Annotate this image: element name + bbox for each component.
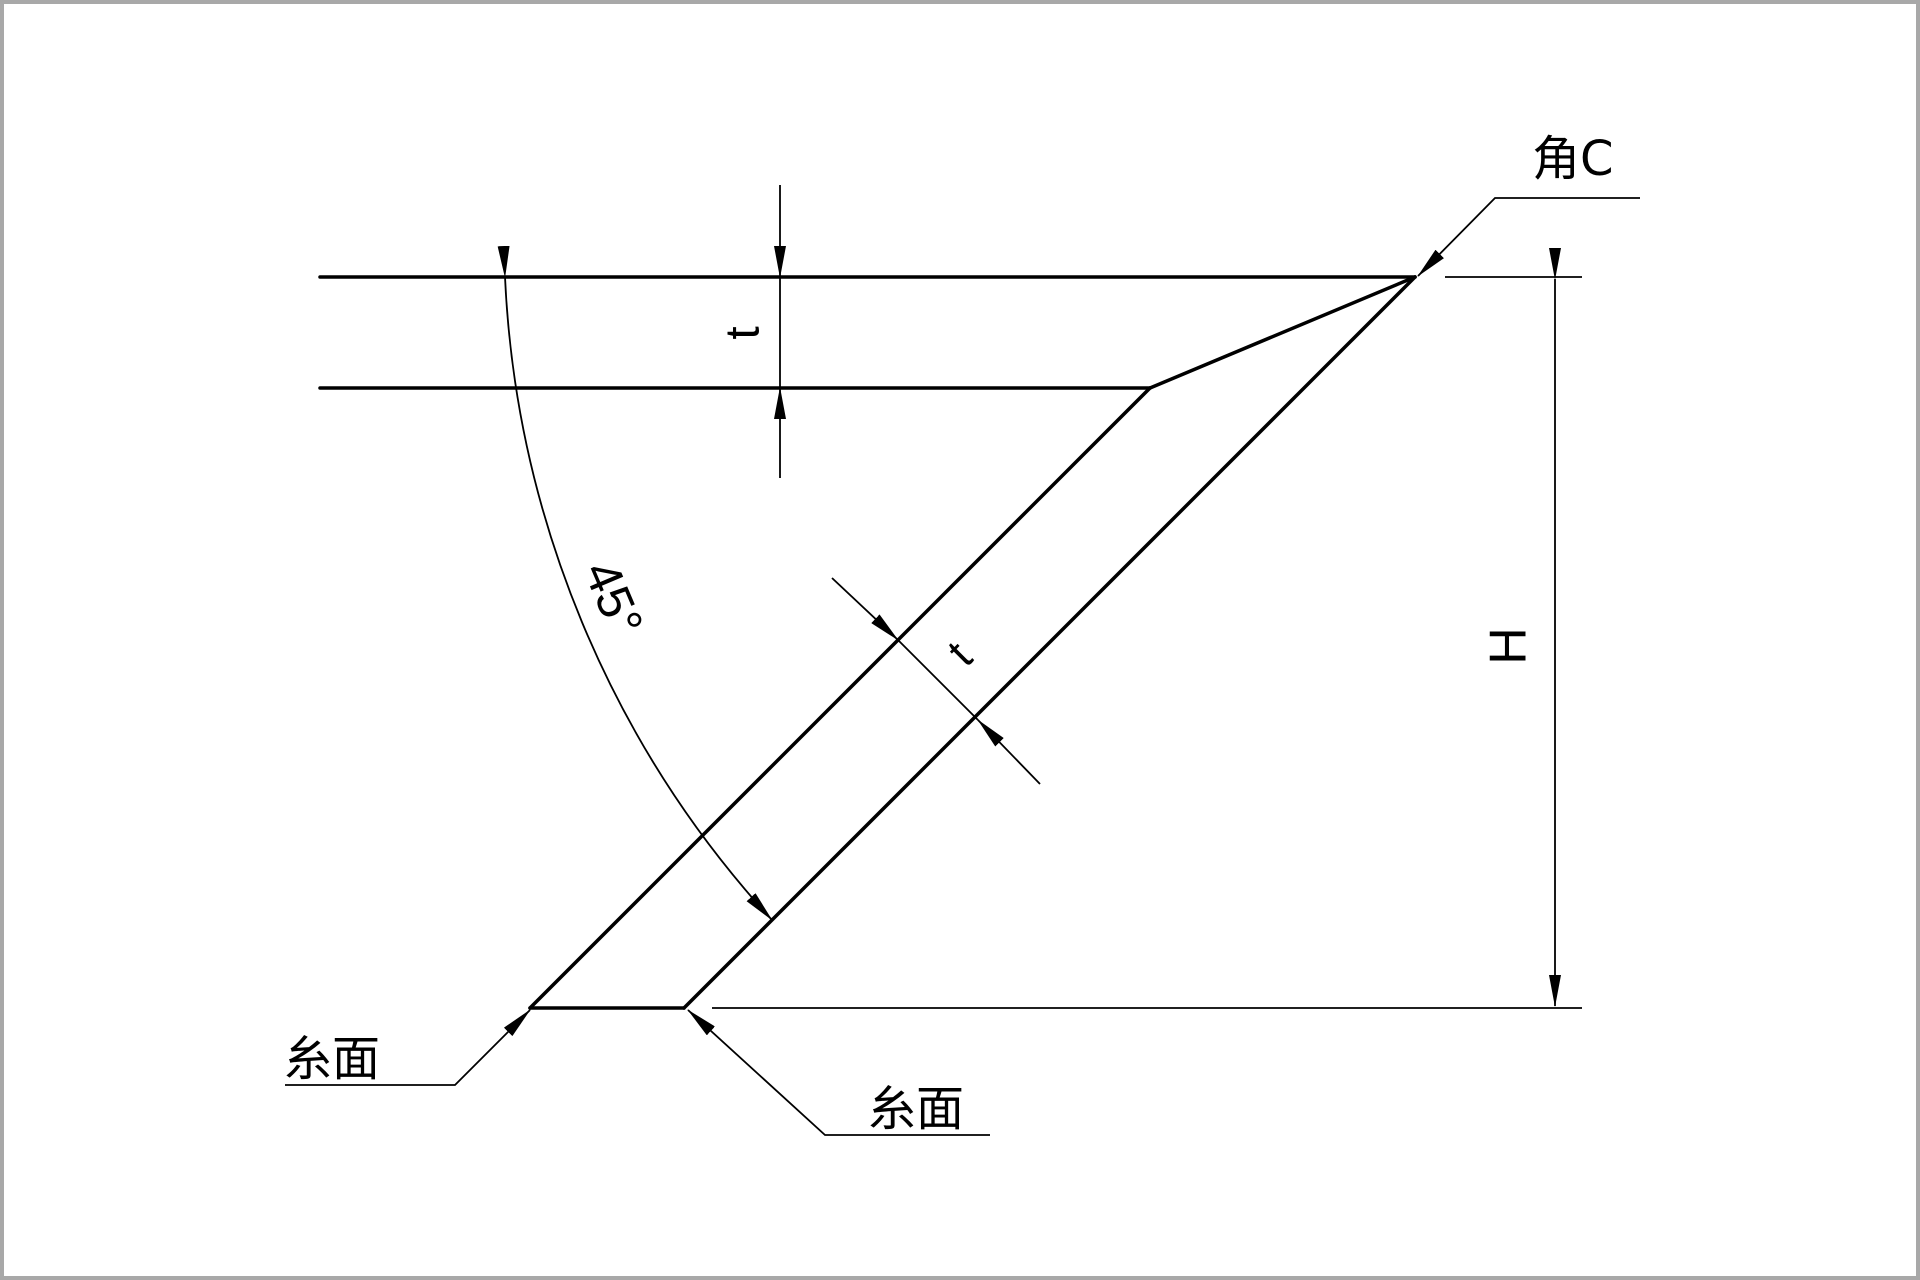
thread-surface-right-leader	[687, 1009, 990, 1136]
inner-diagonal-edge	[528, 386, 1152, 1010]
dimension-lines	[285, 185, 1640, 1136]
label-corner-c: 角C	[1532, 131, 1614, 187]
dim-t-diag-upper-arrow	[831, 577, 899, 641]
outer-diagonal-edge	[682, 275, 1417, 1010]
corner-c-bevel	[1148, 275, 1417, 390]
part-profile	[318, 275, 1417, 1010]
label-thickness-diagonal: t	[938, 632, 981, 675]
corner-c-leader	[1417, 197, 1640, 277]
label-thread-surface-right: 糸面	[868, 1081, 964, 1137]
label-height-h: H	[1480, 627, 1538, 665]
dim-t-diag-span	[897, 639, 979, 721]
dim-t-diag-lower-arrow	[977, 719, 1041, 785]
thread-surface-left-leader	[285, 1009, 531, 1086]
angle-arc-45	[497, 245, 773, 921]
label-thickness-top: t	[717, 326, 770, 339]
label-thread-surface-left: 糸面	[284, 1031, 380, 1087]
